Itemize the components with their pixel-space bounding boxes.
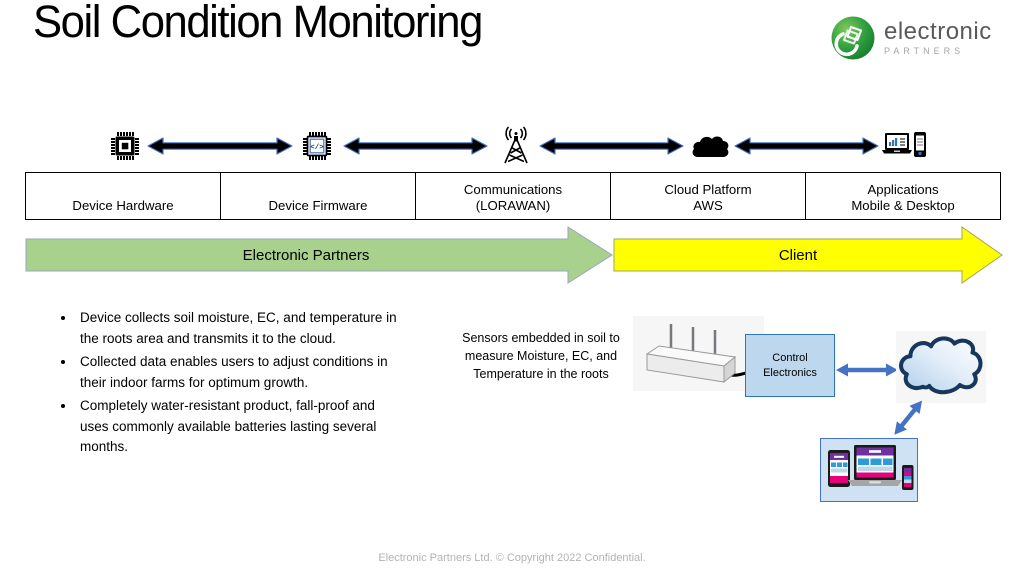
stage-cell-device-hardware: Device Hardware [72,198,174,213]
vendor-arrow-label: Electronic Partners [242,247,370,264]
firmware-chip-icon: </> [303,132,331,160]
soil-sensor-image [633,316,764,391]
apps-devices-icon [882,132,926,157]
cloud-icon [692,136,729,157]
antenna-icon [504,126,528,164]
bullet-item: Completely water-resistant product, fall… [76,396,406,458]
pipeline-arrows [147,137,879,155]
responsive-devices-icon [828,445,914,490]
stage-cell-device-firmware: Device Firmware [220,173,415,219]
company-logo: electronic PARTNERS [830,13,1020,63]
vendor-arrow [25,226,613,284]
footer-copyright: Electronic Partners Ltd. © Copyright 202… [378,552,646,564]
stage-cell-communications: Communications (LORAWAN) [415,173,610,219]
double-arrow-icon [734,137,879,155]
logo-sub-text: PARTNERS [884,46,965,56]
client-apps-image [820,438,918,502]
svg-text:</>: </> [310,144,324,152]
double-arrow-icon [343,137,488,155]
bullet-item: Collected data enables users to adjust c… [76,352,406,393]
cloud-devices-arrow [894,400,923,435]
bullet-item: Device collects soil moisture, EC, and t… [76,308,406,349]
double-arrow-icon [539,137,684,155]
cloud-shape [896,331,986,403]
logo-brand-text: electronic [884,18,992,45]
page-title: Soil Condition Monitoring [33,0,483,47]
sensor-caption: Sensors embedded in soil to measure Mois… [462,331,620,382]
ownership-arrows [25,226,1003,284]
box-cloud-arrow [836,363,898,377]
feature-bullet-list: Device collects soil moisture, EC, and t… [50,308,406,461]
stage-cell-applications: Applications Mobile & Desktop [805,173,1000,219]
client-arrow [613,226,1003,284]
double-arrow-icon [147,137,293,155]
control-electronics-box: Control Electronics [745,334,835,397]
chip-icon [111,132,139,160]
stage-cell-cloud-platform: Cloud Platform AWS [610,173,805,219]
cube-layers-icon [831,16,875,60]
pipeline-stage-table: Device Hardware Device Firmware Communic… [25,172,1001,220]
client-arrow-label: Client [778,247,818,264]
